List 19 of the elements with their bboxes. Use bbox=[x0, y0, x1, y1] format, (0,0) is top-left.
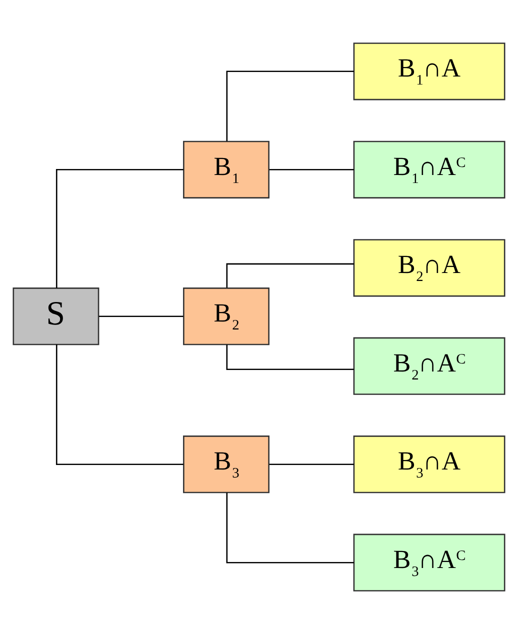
connector bbox=[226, 70, 354, 141]
connector bbox=[226, 492, 354, 563]
node-box: B$_{3}$ bbox=[183, 435, 270, 493]
node-box: B$_{1}$∩A bbox=[353, 42, 506, 100]
node-box: B$_{1}$∩A$^{C}$ bbox=[353, 140, 506, 198]
node-box: B$_{2}$ bbox=[183, 287, 270, 345]
node-box: S bbox=[12, 287, 100, 345]
node-box: B$_{2}$∩A$^{C}$ bbox=[353, 336, 506, 394]
connector bbox=[226, 344, 354, 370]
connector bbox=[269, 168, 354, 170]
connector bbox=[98, 315, 184, 316]
connector bbox=[226, 262, 354, 288]
node-box: B$_{3}$∩A$^{C}$ bbox=[353, 533, 506, 591]
node-box: B$_{2}$∩A bbox=[353, 238, 506, 296]
connector bbox=[269, 463, 354, 465]
node-box: B$_{3}$∩A bbox=[353, 435, 506, 493]
connector bbox=[56, 344, 184, 465]
node-box: B$_{1}$ bbox=[183, 140, 270, 198]
connector bbox=[56, 168, 184, 288]
